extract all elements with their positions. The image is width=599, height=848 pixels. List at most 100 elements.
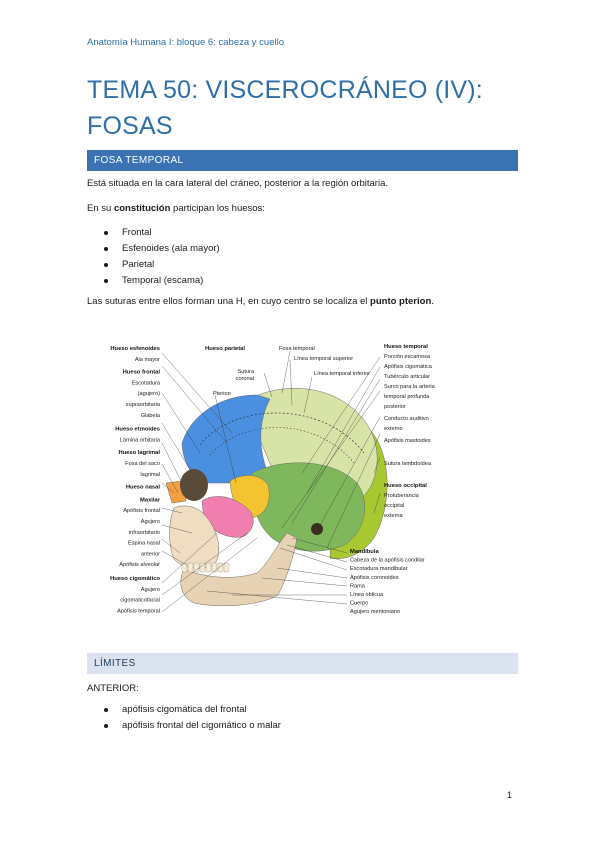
tooth <box>193 562 200 573</box>
anterior-list: apófisis cigomática del frontal apófisis… <box>104 702 281 734</box>
leader-line <box>214 394 237 484</box>
sutures-paragraph: Las suturas entre ellos forman una H, en… <box>87 296 434 307</box>
leader-line <box>161 550 188 566</box>
temporal-line <box>199 412 365 454</box>
figure-label: supraorbitaria <box>126 402 161 408</box>
skull-illustration <box>165 388 388 607</box>
intro-paragraph: Está situada en la cara lateral del crán… <box>87 178 389 189</box>
tooth <box>211 562 218 573</box>
figure-label: Hueso occipital <box>384 483 427 489</box>
page-number: 1 <box>507 790 513 800</box>
leader-line <box>206 590 348 605</box>
tooth <box>217 562 224 573</box>
figure-label: Mandíbula <box>350 549 379 555</box>
leader-line <box>161 532 218 584</box>
figure-label: Fosa del saco <box>125 461 160 467</box>
leader-line <box>276 567 348 579</box>
figure-label: Línea oblicua <box>350 592 384 598</box>
anterior-label: ANTERIOR: <box>87 683 139 694</box>
teeth <box>181 562 230 573</box>
figure-label: Conducto auditivo <box>384 416 429 422</box>
bones-list: Frontal Esfenoides (ala mayor) Parietal … <box>104 225 220 289</box>
leader-line <box>161 537 258 613</box>
list-item: Parietal <box>104 257 220 273</box>
figure-label: cigomaticofacial <box>120 598 160 604</box>
figure-label: Espina nasal <box>128 541 160 547</box>
figure-label: Escotadura mandibular <box>350 566 408 572</box>
leader-lines <box>161 350 381 613</box>
figure-label: Apófisis mastoides <box>384 438 431 444</box>
temporal-bone <box>251 462 365 552</box>
title-line-2: FOSAS <box>87 112 173 140</box>
figure-label: Agujero <box>141 519 160 525</box>
leader-line <box>161 422 193 474</box>
leader-line <box>291 378 381 524</box>
tooth <box>205 562 212 573</box>
leader-line <box>303 376 313 414</box>
figure-label: Sutura <box>238 369 255 375</box>
leader-line <box>373 492 381 514</box>
leader-line <box>161 392 201 454</box>
figure-label: Fosa temporal <box>279 346 315 352</box>
figure-label: Apófisis temporal <box>117 608 160 614</box>
figure-label: Ala mayor <box>135 357 160 363</box>
figure-label: Protuberancia <box>384 493 420 499</box>
figure-label: Hueso parietal <box>205 346 245 352</box>
leader-line <box>161 352 233 434</box>
figure-label: Escotadura <box>132 380 161 386</box>
figure-label: posterior <box>384 404 406 410</box>
leader-line <box>291 537 348 554</box>
figure-label: Agujero mentoniano <box>350 609 400 615</box>
constitution-paragraph: En su constitución participan los huesos… <box>87 203 265 214</box>
leader-line <box>161 442 183 484</box>
figure-label: Lámina orbitaria <box>120 437 161 443</box>
figure-label: Tubérculo articular <box>384 374 430 380</box>
figure-label: Surco para la arteria <box>384 384 436 390</box>
external-acoustic-meatus <box>311 523 323 535</box>
figure-label: (agujero) <box>138 391 161 397</box>
tooth <box>223 562 230 573</box>
figure-label: occipital <box>384 503 404 509</box>
leader-line <box>161 463 179 494</box>
leader-line <box>281 350 291 394</box>
figure-label: coronal <box>236 376 254 382</box>
leader-line <box>281 390 381 529</box>
figure-label: externa <box>384 513 404 519</box>
list-item: Esfenoides (ala mayor) <box>104 241 220 257</box>
leader-line <box>306 366 381 494</box>
leader-line <box>263 372 273 398</box>
figure-label: Rama <box>350 583 366 589</box>
title-line-1: TEMA 50: VISCEROCRÁNEO (IV): <box>87 76 483 104</box>
leader-line <box>289 359 293 406</box>
tooth <box>181 562 188 573</box>
tooth <box>199 562 206 573</box>
figure-label: Sutura lambdoidea <box>384 461 432 467</box>
figure-label: Maxilar <box>140 497 161 503</box>
list-item: Temporal (escama) <box>104 273 220 289</box>
page-title: TEMA 50: VISCEROCRÁNEO (IV): FOSAS <box>87 72 527 144</box>
figure-label: infraorbitario <box>129 530 160 536</box>
leader-line <box>161 532 248 596</box>
mandible-bone <box>180 532 298 607</box>
zygomatic-bone <box>201 496 254 538</box>
figure-label: externo <box>384 426 403 432</box>
figure-label: temporal profunda <box>384 394 430 400</box>
leader-line <box>161 482 175 494</box>
figure-label: Apófisis alveolar <box>119 562 160 568</box>
list-item: apófisis cigomática del frontal <box>104 702 281 718</box>
figure-label: Hueso temporal <box>384 344 428 350</box>
figure-label: Pterion <box>213 391 231 397</box>
constitution-bold: constitución <box>113 203 171 214</box>
leader-line <box>286 544 348 563</box>
figure-label: Agujero <box>141 587 160 593</box>
figure-label: Glabela <box>141 413 161 419</box>
leader-line <box>317 416 381 530</box>
figure-label: Hueso frontal <box>123 370 161 376</box>
leader-line <box>261 577 348 587</box>
figure-label: Hueso nasal <box>126 485 161 491</box>
leader-line <box>161 538 181 554</box>
